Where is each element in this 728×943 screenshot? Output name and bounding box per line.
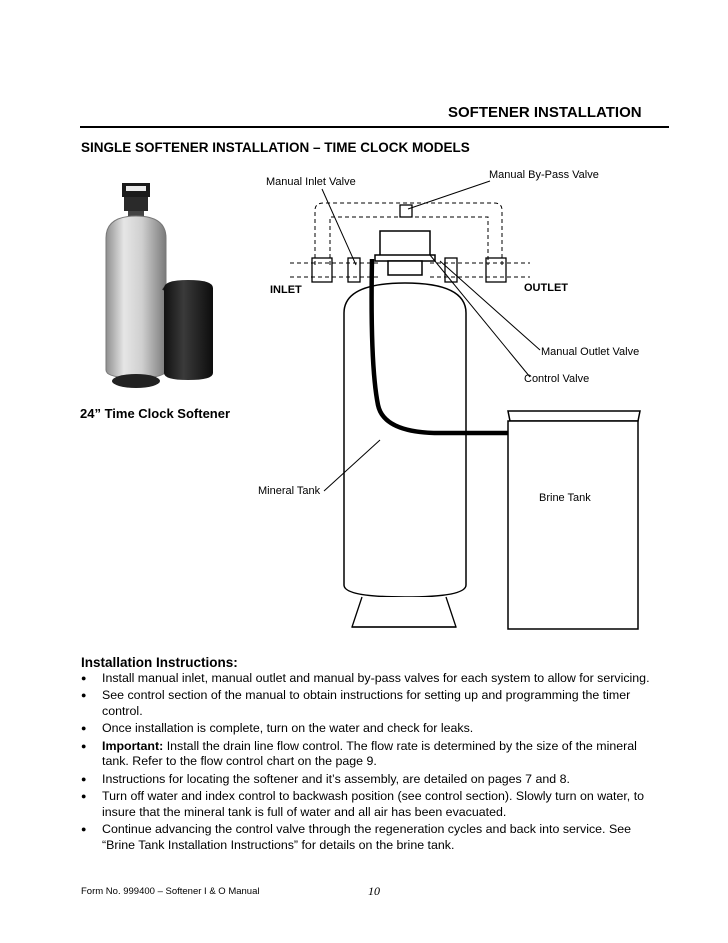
footer-page-number: 10 [368, 884, 380, 898]
footer-form-number: Form No. 999400 – Softener I & O Manual [81, 886, 260, 897]
photo-mineral-tank [105, 215, 167, 379]
leader-lines [321, 180, 541, 492]
label-outlet: OUTLET [524, 282, 568, 294]
control-valve [374, 230, 436, 276]
list-item: ●Continue advancing the control valve th… [81, 822, 631, 852]
label-manual-outlet-valve: Manual Outlet Valve [541, 346, 640, 358]
mineral-tank-base [351, 596, 457, 628]
softener-photo [105, 183, 213, 388]
list-item: ●Instructions for locating the softener … [81, 771, 570, 786]
photo-caption: 24” Time Clock Softener [80, 406, 231, 421]
label-brine-tank: Brine Tank [539, 492, 591, 504]
list-item: ●See control section of the manual to ob… [81, 688, 631, 718]
label-control-valve: Control Valve [524, 373, 590, 385]
label-mineral-tank: Mineral Tank [258, 485, 321, 497]
label-manual-bypass-valve: Manual By-Pass Valve [489, 169, 599, 181]
brine-line [369, 258, 508, 436]
section-title: SINGLE SOFTENER INSTALLATION – TIME CLOC… [81, 140, 470, 155]
list-item: ●Important: Install the drain line flow … [81, 738, 637, 769]
photo-brine-tank [164, 280, 213, 380]
page-header-title: SOFTENER INSTALLATION [448, 104, 642, 121]
pipe-fittings [311, 204, 507, 283]
list-item: ●Install manual inlet, manual outlet and… [81, 671, 650, 685]
mineral-tank [343, 282, 467, 598]
label-manual-inlet-valve: Manual Inlet Valve [266, 176, 356, 188]
installation-diagram [290, 180, 641, 630]
brine-tank [507, 410, 641, 630]
list-item: ●Once installation is complete, turn on … [81, 721, 474, 736]
list-item: ●Turn off water and index control to bac… [81, 789, 645, 819]
instructions-title: Installation Instructions: [81, 655, 238, 670]
instructions-list: ●Install manual inlet, manual outlet and… [81, 671, 651, 855]
header-divider [80, 126, 669, 128]
label-inlet: INLET [270, 284, 302, 296]
